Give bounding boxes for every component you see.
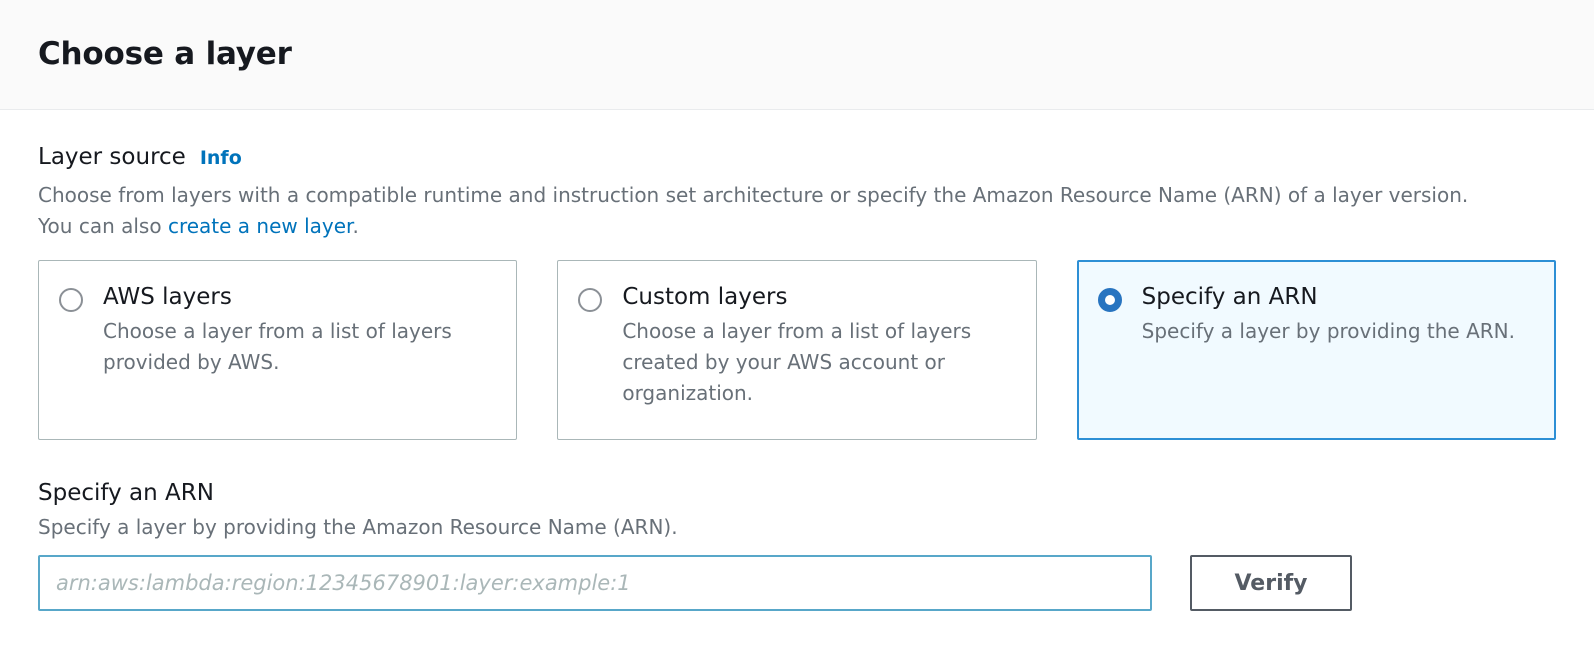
layer-source-label: Layer source xyxy=(38,144,186,170)
layer-source-options: AWS layers Choose a layer from a list of… xyxy=(38,259,1556,440)
layer-source-description: Choose from layers with a compatible run… xyxy=(38,180,1478,242)
layer-source-description-text-1: Choose from layers with a compatible run… xyxy=(38,182,1469,238)
dialog-body: Layer source Info Choose from layers wit… xyxy=(0,110,1594,612)
arn-section-description: Specify a layer by providing the Amazon … xyxy=(38,515,678,540)
radio-card-specify-an-arn[interactable]: Specify an ARN Specify a layer by provid… xyxy=(1076,259,1556,440)
dialog-header: Choose a layer xyxy=(0,0,1594,110)
radio-card-custom-layers-title: Custom layers xyxy=(622,283,788,310)
layer-source-description-text-2: . xyxy=(352,213,359,238)
radio-card-custom-layers-description: Choose a layer from a list of layers cre… xyxy=(622,319,972,406)
create-a-new-layer-link[interactable]: create a new layer xyxy=(167,213,353,238)
radio-card-aws-layers-title: AWS layers xyxy=(103,283,232,310)
arn-section-title: Specify an ARN xyxy=(38,479,214,506)
layer-source-label-row: Layer source Info xyxy=(38,144,1556,172)
radio-card-aws-layers-text: AWS layers Choose a layer from a list of… xyxy=(103,283,496,379)
info-link[interactable]: Info xyxy=(199,147,242,169)
radio-icon-aws-layers[interactable] xyxy=(59,287,83,312)
radio-card-custom-layers[interactable]: Custom layers Choose a layer from a list… xyxy=(557,259,1037,440)
radio-card-aws-layers-description: Choose a layer from a list of layers pro… xyxy=(103,319,452,375)
verify-button[interactable]: Verify xyxy=(1190,555,1352,612)
arn-input-row: Verify xyxy=(38,555,1556,612)
arn-input[interactable] xyxy=(38,555,1152,612)
radio-card-specify-an-arn-text: Specify an ARN Specify a layer by provid… xyxy=(1142,283,1515,348)
radio-card-aws-layers[interactable]: AWS layers Choose a layer from a list of… xyxy=(38,259,518,440)
page-title: Choose a layer xyxy=(38,36,292,73)
radio-card-custom-layers-text: Custom layers Choose a layer from a list… xyxy=(622,283,1015,410)
radio-card-specify-an-arn-title: Specify an ARN xyxy=(1141,283,1318,310)
radio-icon-custom-layers[interactable] xyxy=(578,287,603,312)
radio-card-specify-an-arn-description: Specify a layer by providing the ARN. xyxy=(1141,319,1515,344)
radio-icon-specify-an-arn[interactable] xyxy=(1097,287,1122,312)
